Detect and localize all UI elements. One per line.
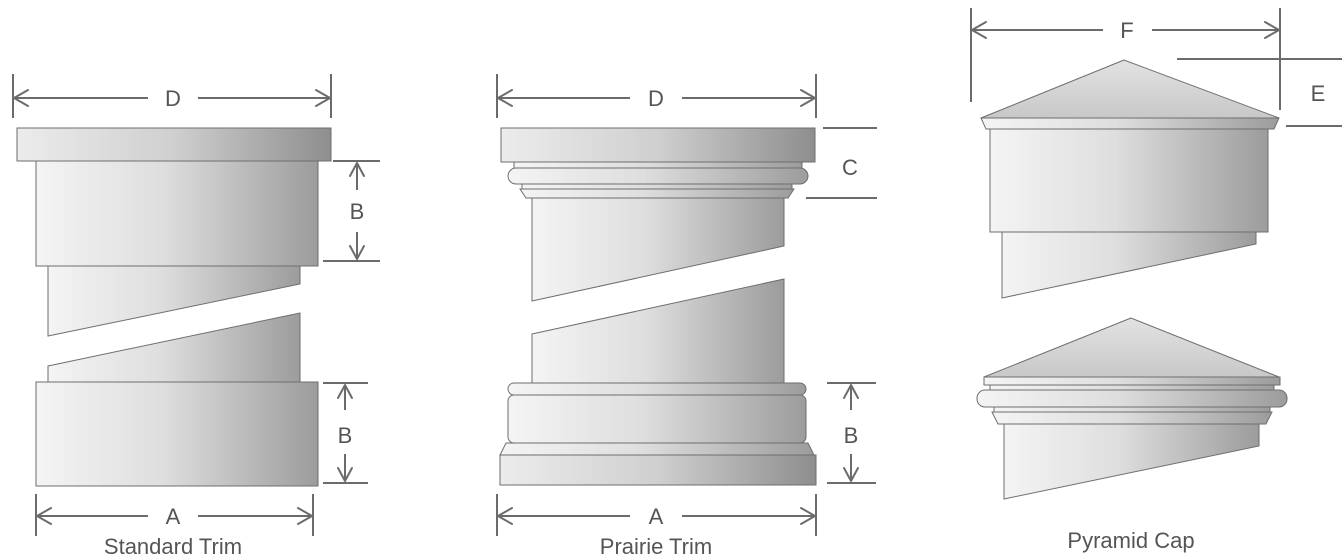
dimension-f-pyramid: F (970, 8, 1281, 110)
dimension-c-prairie: C (806, 127, 877, 199)
prairie-trim: D C B (496, 74, 877, 558)
prairie-fillet (513, 161, 803, 169)
label-c: C (842, 155, 858, 180)
pyramid-shaft-upper (1001, 231, 1257, 299)
caption-prairie-trim: Prairie Trim (600, 534, 712, 558)
prairie-top-plate (500, 127, 816, 163)
dimension-d-prairie: D (496, 74, 817, 118)
pyramid-roof-lower (983, 317, 1280, 378)
caption-pyramid-cap: Pyramid Cap (1067, 528, 1194, 553)
label-a: A (649, 504, 664, 529)
pyramid-band-lower (983, 376, 1281, 386)
pyramid-fillet-lower (989, 384, 1275, 391)
label-f: F (1120, 18, 1133, 43)
upper-shaft-cut (47, 265, 301, 337)
dimension-b-standard-top: B (323, 160, 380, 262)
bottom-collar (35, 381, 319, 487)
label-a: A (166, 504, 181, 529)
pyramid-cap: F E Pyramid Cap (970, 8, 1342, 553)
label-d: D (165, 86, 181, 111)
pyramid-lip-upper (980, 117, 1280, 130)
prairie-bevel (519, 188, 795, 199)
pyramid-bevel-lower (991, 411, 1273, 425)
pyramid-torus-lower (976, 389, 1288, 408)
prairie-base-plate (499, 454, 817, 486)
prairie-fillet-lower (521, 183, 793, 190)
label-d: D (648, 86, 664, 111)
top-cap-plate (16, 127, 332, 162)
label-e: E (1311, 81, 1326, 106)
standard-trim: D B B (12, 74, 380, 558)
prairie-base-bevel (499, 442, 815, 456)
caption-standard-trim: Standard Trim (104, 534, 242, 558)
dimension-a-prairie: A (496, 494, 817, 536)
pyramid-roof-upper (980, 59, 1280, 119)
dimension-d-standard: D (12, 74, 332, 118)
dimension-e-pyramid: E (1177, 58, 1342, 127)
pyramid-collar-upper (989, 128, 1269, 233)
pyramid-shaft-lower (1003, 423, 1260, 500)
label-b: B (350, 199, 365, 224)
prairie-base-torus (507, 382, 807, 396)
dimension-b-standard-bottom: B (323, 382, 368, 484)
prairie-upper-shaft (531, 197, 785, 302)
dimension-b-prairie: B (827, 382, 876, 484)
prairie-lower-shaft (531, 278, 785, 384)
label-b: B (844, 423, 859, 448)
pyramid-ring-lower (993, 406, 1271, 413)
prairie-torus (507, 167, 809, 185)
top-collar (35, 160, 319, 267)
prairie-base-block (507, 394, 807, 444)
label-b: B (338, 423, 353, 448)
dimension-a-standard: A (35, 494, 314, 536)
